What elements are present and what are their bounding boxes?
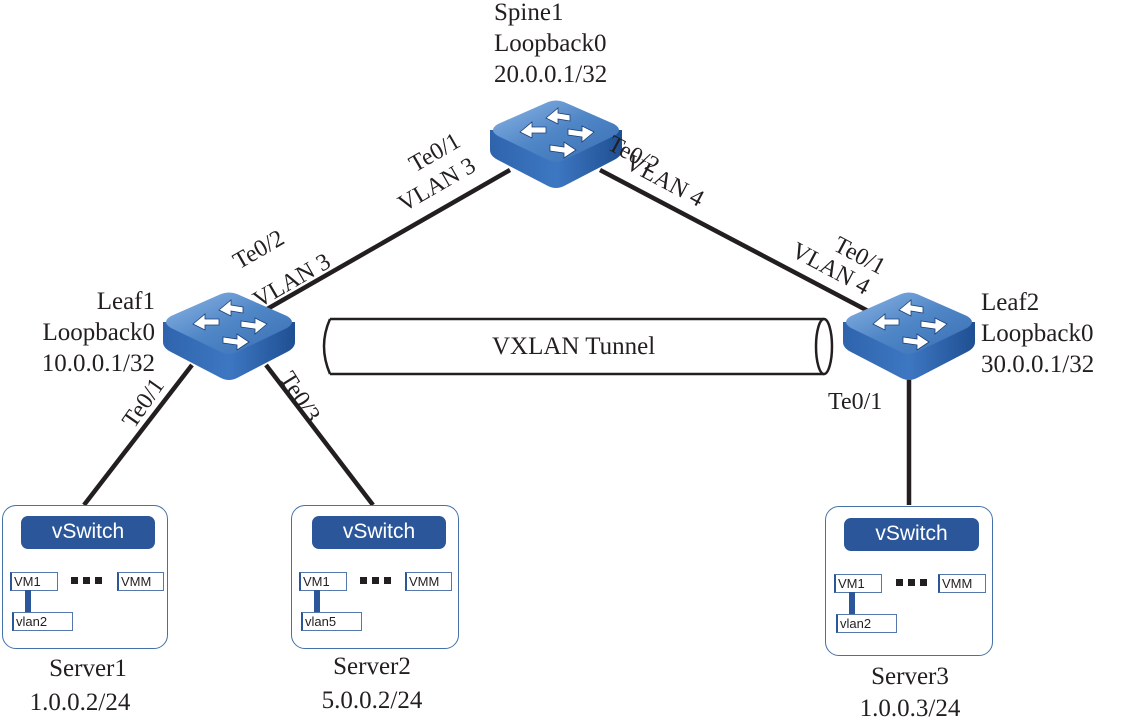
link-leaf1-server1	[82, 363, 194, 507]
leaf1-ip: 10.0.0.1/32	[41, 350, 155, 377]
leaf1-name: Leaf1	[96, 288, 155, 315]
server1-vswitch: vSwitch	[21, 516, 155, 549]
server3-vm1: VM1	[834, 574, 882, 593]
link-spine-leaf1	[260, 168, 512, 314]
server2-vswitch: vSwitch	[312, 516, 446, 549]
server3-ip: 1.0.0.3/24	[859, 695, 961, 722]
leaf2-name: Leaf2	[981, 289, 1040, 316]
server3-name: Server3	[871, 663, 949, 690]
leaf1-loopback: Loopback0	[42, 319, 155, 346]
server2-vm1: VM1	[299, 572, 347, 591]
ellipsis-icon	[71, 577, 107, 584]
spine1-ip: 20.0.0.1/32	[494, 61, 608, 88]
server3-vlan: vlan2	[836, 614, 897, 633]
server2-vmm: VMM	[405, 572, 452, 591]
spine1-name: Spine1	[494, 0, 564, 26]
link-leaf1-server2	[264, 363, 375, 507]
spine1-switch-icon[interactable]	[489, 100, 623, 189]
server1-vm1: VM1	[10, 572, 58, 591]
spine1-loopback: Loopback0	[494, 30, 607, 57]
server1-name: Server1	[49, 655, 127, 682]
leaf2-ip: 30.0.0.1/32	[981, 351, 1095, 378]
ellipsis-icon	[896, 579, 932, 586]
server3-vswitch: vSwitch	[844, 518, 979, 551]
vm-vlan-connector	[849, 592, 855, 614]
server3-vmm: VMM	[938, 574, 986, 593]
server3-box[interactable]: vSwitch VM1 VMM vlan2	[825, 506, 993, 656]
vxlan-tunnel-label: VXLAN Tunnel	[492, 333, 656, 360]
server2-box[interactable]: vSwitch VM1 VMM vlan5	[291, 505, 459, 649]
server2-ip: 5.0.0.2/24	[321, 687, 423, 714]
server1-vlan: vlan2	[12, 612, 73, 631]
leaf2-switch-icon[interactable]	[842, 292, 976, 381]
leaf2-loopback: Loopback0	[981, 320, 1094, 347]
server1-box[interactable]: vSwitch VM1 VMM vlan2	[2, 505, 168, 649]
server1-ip: 1.0.0.2/24	[29, 689, 131, 716]
server2-name: Server2	[333, 653, 411, 680]
server1-vmm: VMM	[117, 572, 164, 591]
vm-vlan-connector	[25, 590, 31, 612]
vm-vlan-connector	[314, 590, 320, 612]
link-spine-leaf2	[598, 168, 872, 314]
server2-vlan: vlan5	[301, 612, 362, 631]
vxlan-tunnel	[322, 317, 834, 376]
leaf2-port-te0-1-down: Te0/1	[828, 389, 883, 415]
ellipsis-icon	[360, 577, 396, 584]
